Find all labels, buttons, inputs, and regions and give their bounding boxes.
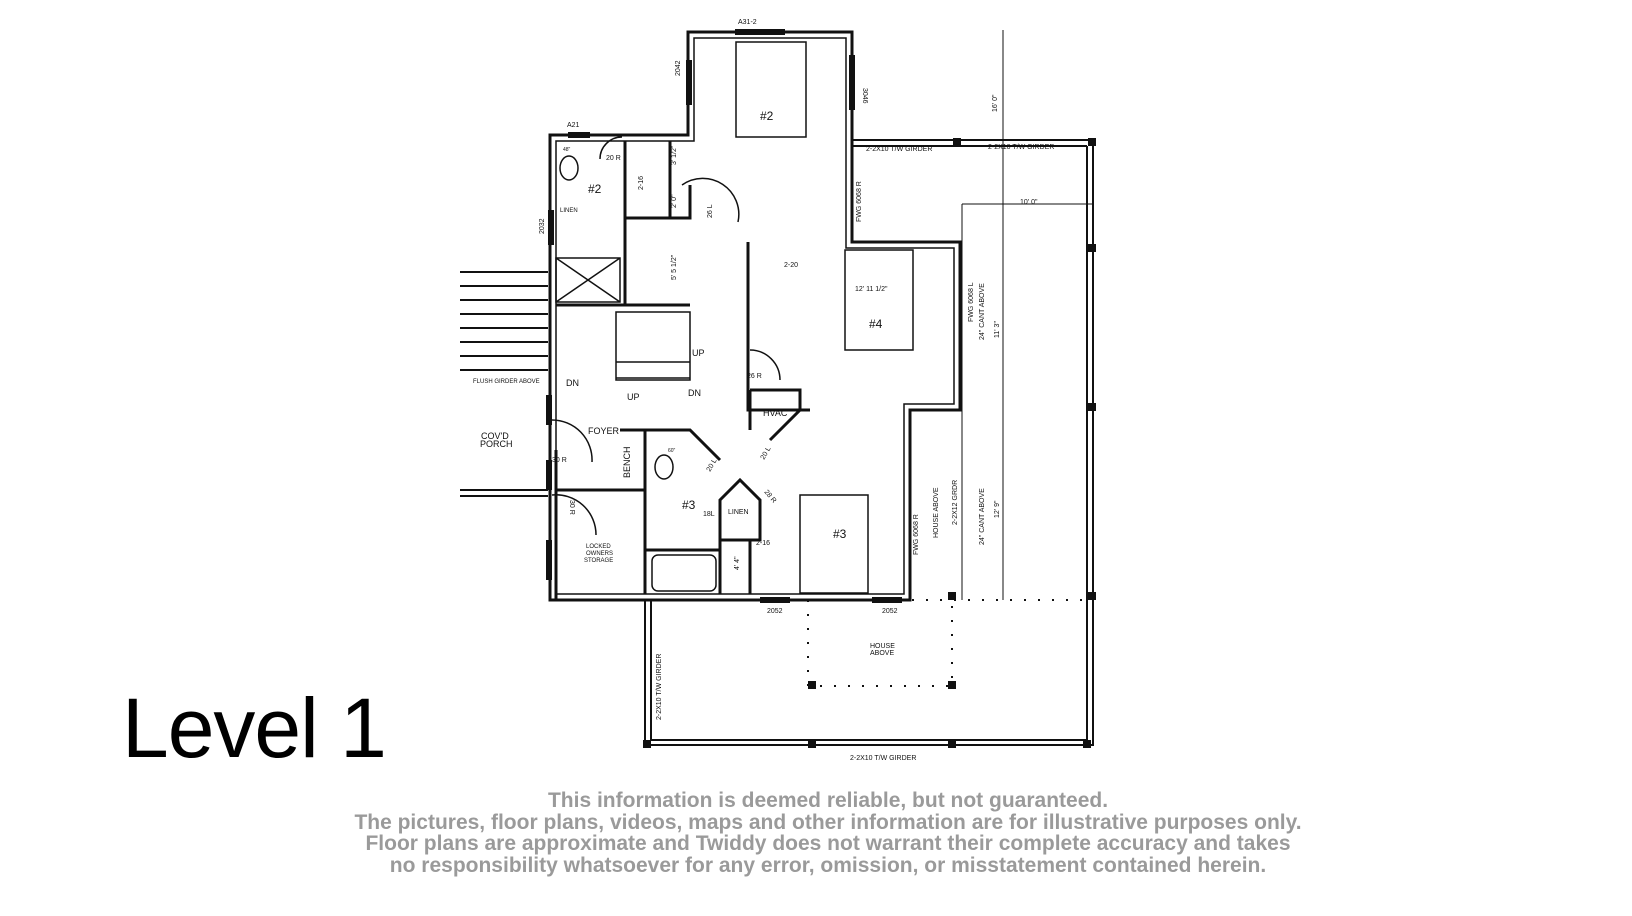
door-tag: FWG 6068 R <box>856 181 863 222</box>
disclaimer-line: This information is deemed reliable, but… <box>547 789 1109 812</box>
window-tag: 2032 <box>539 218 546 234</box>
storage-label: STORAGE <box>584 558 613 564</box>
dimension: 5' 5 1/2" <box>671 254 678 280</box>
disclaimer-line: The pictures, floor plans, videos, maps … <box>354 810 1302 834</box>
door-tag: 26 R <box>747 373 762 380</box>
door-tag: 28 R <box>762 489 777 505</box>
door-tag: 2-16 <box>638 176 645 190</box>
door-tag: 20 L <box>760 446 773 461</box>
girder-label: 2-2X10 T/W GIRDER <box>866 146 932 153</box>
window-tag: 2052 <box>767 608 783 615</box>
stair-down-label: DN <box>566 378 579 388</box>
door-tag: 18L <box>703 511 715 518</box>
window-tag: 3046 <box>861 88 868 104</box>
stairs <box>615 311 691 381</box>
door-swings <box>551 136 781 536</box>
shower-icon <box>555 257 621 303</box>
door-tag: 2-20 <box>784 262 798 269</box>
window-tag: A21 <box>567 122 580 129</box>
sink-icon <box>559 155 579 181</box>
posts <box>643 138 1096 748</box>
porch-label: COV'D <box>481 431 509 441</box>
room-foyer: FOYER <box>588 426 620 436</box>
girder-label: FLUSH GIRDER ABOVE <box>473 379 540 385</box>
house-above-label: HOUSE ABOVE <box>933 487 940 538</box>
fixtures <box>551 41 914 594</box>
room-hvac: HVAC <box>763 408 788 418</box>
disclaimer: This information is deemed reliable, but… <box>0 790 1632 876</box>
disclaimer-line: Floor plans are approximate and Twiddy d… <box>365 832 1291 855</box>
disclaimer-line: no responsibility whatsoever for any err… <box>389 853 1267 877</box>
sink-size: 48" <box>563 147 571 153</box>
sink-size: 60" <box>668 448 676 454</box>
house-above-label: ABOVE <box>870 650 894 657</box>
bench-label: BENCH <box>622 446 632 478</box>
bed-icon <box>844 249 914 351</box>
linen-label: LINEN <box>560 208 578 214</box>
door-tag: 20 L <box>706 458 719 473</box>
door-tag: FWG 6068 R <box>913 514 920 555</box>
storage-label: OWNERS <box>586 551 613 557</box>
room-bedroom-2: #2 <box>760 109 774 123</box>
room-bath-2: #2 <box>588 182 602 196</box>
girder-label: 2-2X12 GRDR <box>952 480 959 525</box>
stair-down-label: DN <box>688 388 701 398</box>
linen-label: LINEN <box>728 509 749 516</box>
dimension: 16' 0" <box>992 94 999 112</box>
room-bedroom-4: #4 <box>869 317 883 331</box>
girder-label: 2-2X10 T/W GIRDER <box>656 654 663 720</box>
girder-label: 2-2X10 T/W GIRDER <box>988 144 1054 151</box>
sink-icon <box>654 454 674 480</box>
stair-up-label: UP <box>692 348 705 358</box>
dimension: 11' 3" <box>994 321 1001 338</box>
dimension: 12' 9" <box>994 500 1001 518</box>
storage-label: LOCKED <box>586 544 611 550</box>
room-bath-3: #3 <box>682 498 696 512</box>
dimension: 2' 0" <box>671 194 678 208</box>
girder-label: 2-2X10 T/W GIRDER <box>850 755 916 762</box>
dimension: 10' 0" <box>1020 199 1038 206</box>
room-bedroom-3: #3 <box>833 527 847 541</box>
door-tag: 2-16 <box>756 540 770 547</box>
porch-label: PORCH <box>480 439 513 449</box>
cant-label: 24" CANT ABOVE <box>979 283 986 340</box>
window-tag: 2042 <box>675 60 682 76</box>
door-tag: 30 R <box>552 457 567 464</box>
stair-up-label: UP <box>627 392 640 402</box>
door-tag: 20 R <box>606 155 621 162</box>
bed-icon <box>735 41 807 138</box>
windows <box>546 29 902 603</box>
level-title: Level 1 <box>122 681 387 775</box>
window-tag: 2052 <box>882 608 898 615</box>
walls <box>548 30 962 602</box>
door-tag: FWG 6068 L <box>968 282 975 322</box>
dimension: 3' 1/2" <box>671 145 678 165</box>
door-tag: 30 R <box>568 500 575 515</box>
dimension: 12' 11 1/2" <box>855 286 888 293</box>
house-above-label: HOUSE <box>870 643 895 650</box>
porch-outline <box>460 30 1094 746</box>
door-tag: 26 L <box>707 204 714 218</box>
tub-icon <box>651 554 717 592</box>
dimension: 4' 4" <box>734 556 741 570</box>
window-tag: A31-2 <box>738 19 757 26</box>
cant-label: 24" CANT ABOVE <box>979 488 986 545</box>
plan-labels: #2 #2 #4 #3 #3 HVAC FOYER BENCH LINEN LI… <box>473 19 1054 762</box>
bed-icon <box>799 494 869 594</box>
